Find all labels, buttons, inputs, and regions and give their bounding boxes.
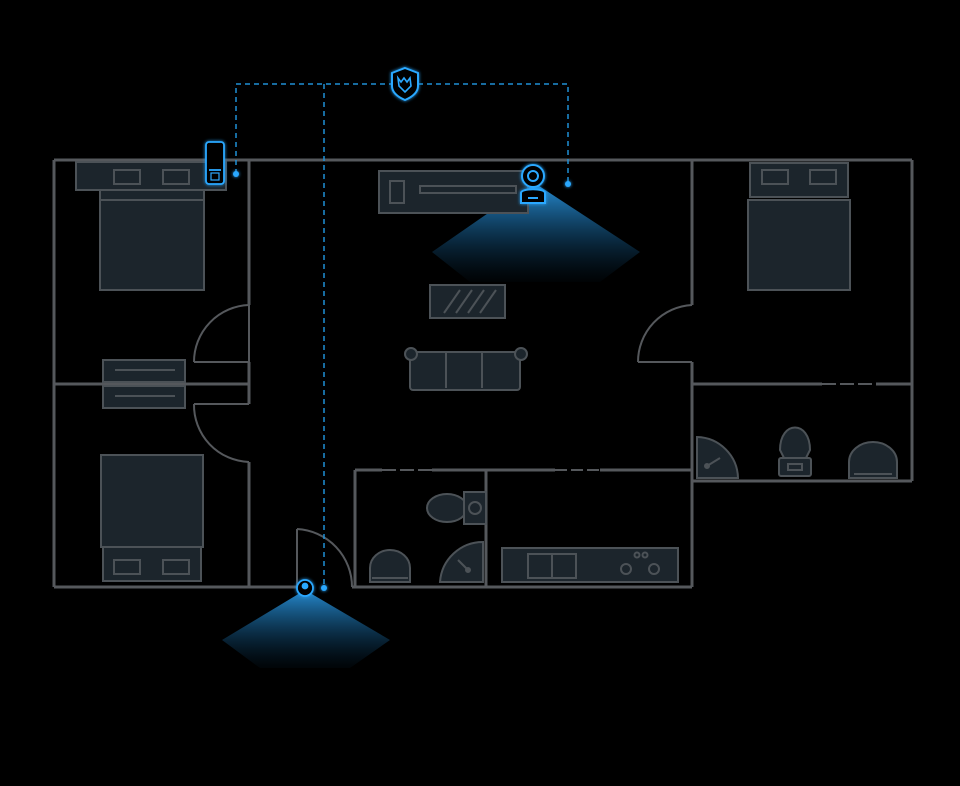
security-camera-icon[interactable]	[520, 164, 546, 204]
sink-small	[369, 549, 411, 583]
wardrobe-pair	[102, 359, 186, 409]
shield-icon[interactable]	[391, 66, 419, 102]
walls	[52, 158, 914, 589]
connection-dots	[233, 171, 571, 591]
connection-lines	[235, 83, 569, 587]
sink-right	[848, 441, 898, 479]
furniture	[75, 161, 898, 583]
shower-small	[438, 540, 484, 583]
kitchen-counter	[501, 547, 679, 583]
motion-sensor-icon[interactable]	[296, 579, 314, 597]
smart-gateway-icon[interactable]	[205, 141, 225, 185]
bed-top-left	[75, 161, 227, 291]
toilet-right	[778, 426, 812, 477]
coffee-table	[429, 284, 506, 319]
bed-right	[747, 162, 851, 291]
sliding-doors	[382, 383, 876, 471]
doors	[192, 304, 693, 588]
toilet-small	[426, 491, 487, 525]
sensor-view-cone	[222, 590, 390, 668]
bed-bottom-left	[100, 454, 204, 582]
shower-right	[696, 435, 740, 479]
tv-cabinet	[378, 170, 529, 214]
camera-view-cone	[432, 182, 640, 282]
sofa	[404, 347, 528, 391]
